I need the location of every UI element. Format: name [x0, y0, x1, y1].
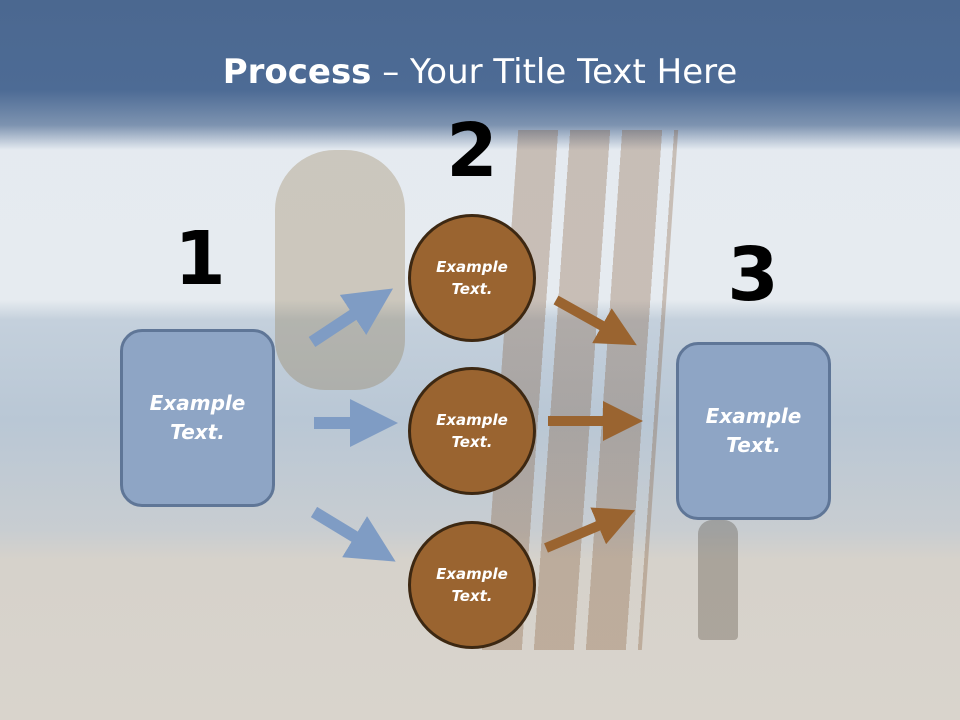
- step-1-text-line1: Example: [149, 391, 246, 415]
- title-bold: Process: [222, 52, 372, 92]
- circle-1-text-line2: Text.: [451, 280, 493, 298]
- circle-3-text-line2: Text.: [451, 587, 493, 605]
- arrow-brown-down: [553, 295, 637, 346]
- arrow-blue-down: [310, 506, 396, 562]
- background-photo-bottle: [698, 520, 738, 640]
- arrow-brown-up: [544, 507, 636, 553]
- title-banner: [0, 0, 960, 150]
- step-3-text-line1: Example: [705, 404, 802, 428]
- circle-1-text-line1: Example: [436, 257, 508, 276]
- slide-title: Process – Your Title Text Here: [0, 52, 960, 92]
- arrow-blue-up: [308, 288, 394, 348]
- step-3-text-line2: Text.: [726, 433, 781, 457]
- circle-3-text-line1: Example: [436, 564, 508, 583]
- step-number-3: 3: [727, 232, 779, 318]
- step-number-2: 2: [446, 108, 498, 194]
- step-number-1: 1: [174, 216, 226, 302]
- circle-2-text-line2: Text.: [451, 433, 493, 451]
- title-rest: – Your Title Text Here: [371, 52, 738, 92]
- circle-2-text-line1: Example: [436, 410, 508, 429]
- step-1-text-line2: Text.: [170, 420, 225, 444]
- background-photo-hat: [275, 150, 405, 390]
